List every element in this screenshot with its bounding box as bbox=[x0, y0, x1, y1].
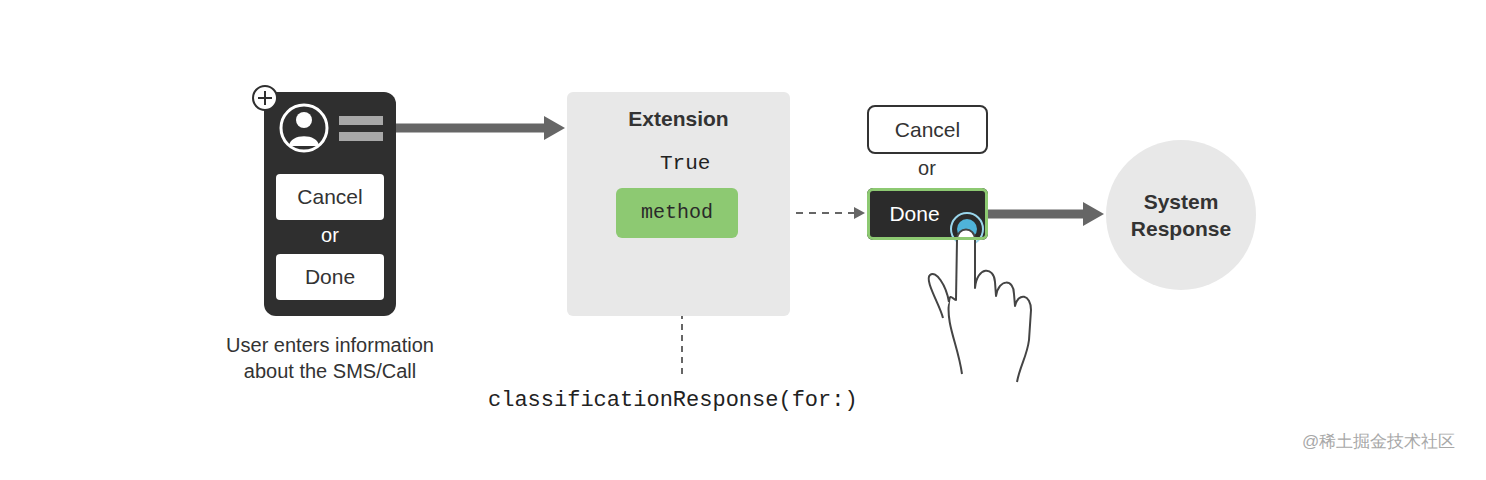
node-text: Cancel bbox=[297, 184, 362, 209]
or-label: or bbox=[918, 157, 936, 180]
plus-icon bbox=[253, 86, 277, 110]
text-bar bbox=[339, 116, 383, 125]
extension-panel: ExtensionTrue method bbox=[567, 92, 790, 316]
method-box: method bbox=[616, 188, 738, 238]
node-text: method bbox=[641, 201, 713, 225]
flow-arrow bbox=[988, 210, 1083, 219]
cancel-button: Cancel bbox=[276, 174, 384, 220]
method-call-label: classificationResponse(for:) bbox=[488, 388, 858, 413]
phone-node: User enters information about the SMS/Ca… bbox=[264, 92, 396, 316]
done-button: Done bbox=[276, 254, 384, 300]
flow-arrow bbox=[396, 124, 544, 133]
system-response-circle: System Response bbox=[1106, 140, 1256, 290]
node-text: System Response bbox=[1121, 188, 1241, 243]
or-label: or bbox=[321, 224, 339, 247]
node-text: User enters information about the SMS/Ca… bbox=[220, 332, 440, 384]
node-text: Done bbox=[305, 264, 355, 289]
node-text: Cancel bbox=[895, 117, 960, 142]
watermark: @稀土掘金技术社区 bbox=[1302, 430, 1455, 453]
cancel-button: Cancel bbox=[867, 105, 988, 154]
text-bar bbox=[339, 132, 383, 141]
avatar-icon bbox=[281, 105, 327, 151]
node-text: True bbox=[660, 151, 710, 176]
done-button: Done bbox=[867, 188, 988, 240]
node-text: Done bbox=[889, 201, 939, 226]
node-text: Extension bbox=[567, 106, 790, 131]
phone-card bbox=[264, 92, 396, 316]
